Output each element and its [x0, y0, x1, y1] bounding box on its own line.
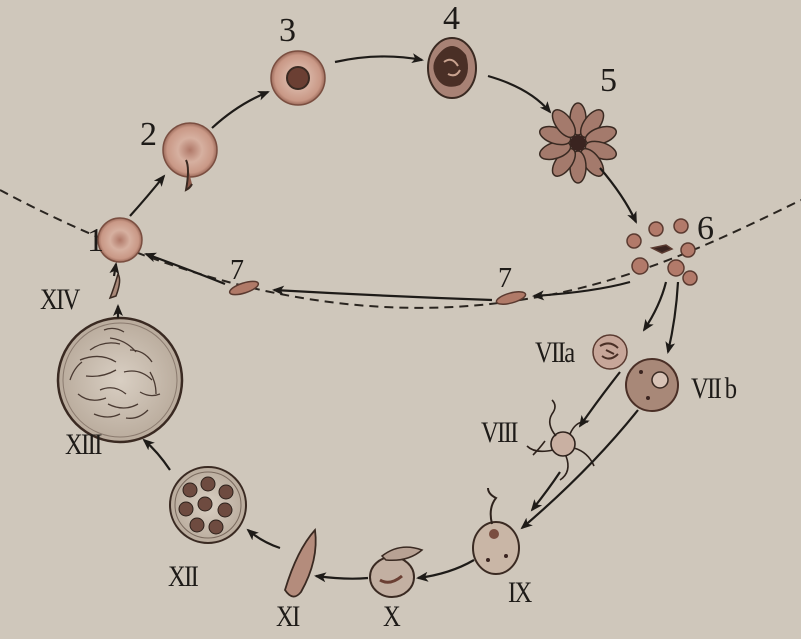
stage-2-red-cell — [163, 123, 217, 190]
stage-3-label: 3 — [279, 14, 295, 48]
stage-5-label: 5 — [600, 64, 616, 98]
stage-6-merozoites — [627, 219, 697, 285]
stage-xiii-label: XIII — [65, 428, 101, 462]
stage-viia-microgametocyte — [593, 335, 627, 369]
stage-4-schizont — [428, 38, 476, 98]
stage-xiv-label: XIV — [40, 283, 79, 317]
stage-viii-label: VIII — [481, 416, 517, 450]
stage-5-rosette — [537, 103, 618, 183]
stage-7-right-label: 7 — [498, 262, 511, 296]
stage-xi-ookinete — [285, 530, 316, 597]
stage-x-zygote — [370, 547, 422, 597]
stage-xi-label: XI — [276, 600, 299, 634]
stage-xiii-sporozoite-cyst — [58, 318, 182, 442]
stage-x-label: X — [383, 600, 399, 634]
stage-viib-macrogametocyte — [626, 359, 678, 411]
stage-xii-oocyst — [170, 467, 246, 543]
stage-4-label: 4 — [443, 2, 459, 36]
stage-viib-label: VII b — [691, 372, 735, 406]
stage-xii-label: XII — [168, 560, 197, 594]
stage-viia-label: VIIa — [535, 336, 574, 370]
stage-ix-label: IX — [508, 576, 531, 610]
stage-2-label: 2 — [140, 118, 156, 152]
stage-3-red-cell — [271, 51, 325, 105]
stage-ix-ookinete — [473, 488, 519, 574]
stage-xiv-sporozoite — [110, 274, 120, 298]
stage-7-left-label: 7 — [230, 254, 243, 288]
stage-1-label: 1 — [87, 224, 103, 258]
stage-viii-exflagellation — [527, 400, 594, 480]
stage-6-label: 6 — [697, 212, 713, 246]
stage-1-red-cell — [98, 218, 142, 262]
